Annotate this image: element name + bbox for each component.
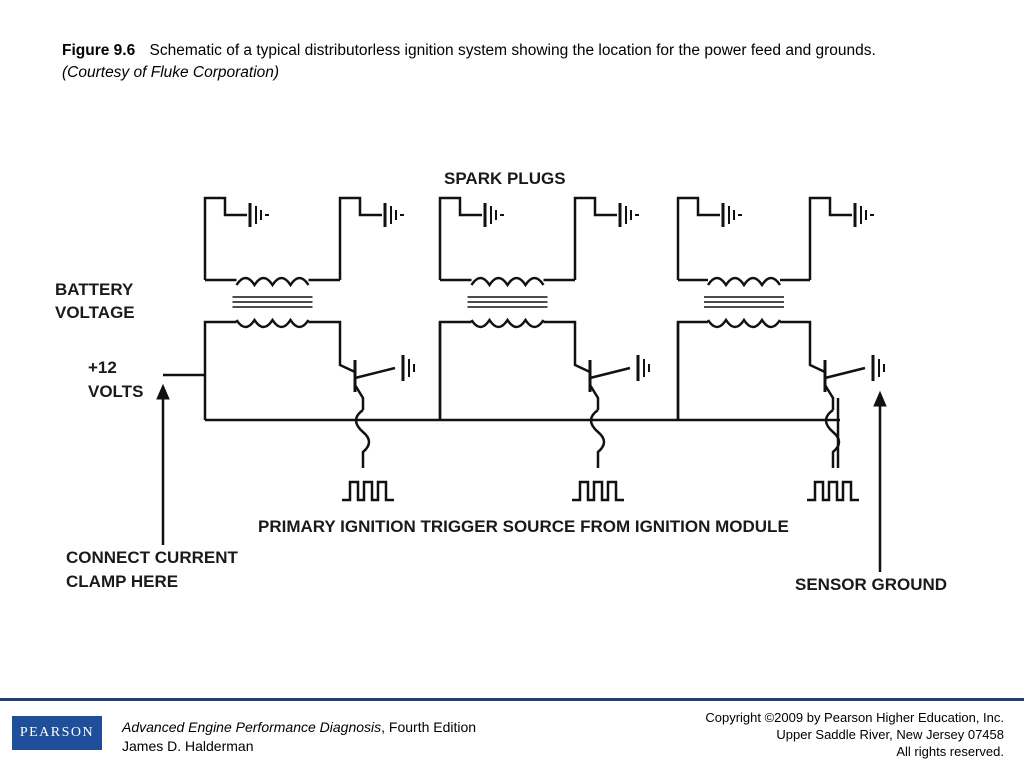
- circuit-wiring: [156, 196, 887, 572]
- label-clamp-here: CLAMP HERE: [66, 572, 178, 591]
- coil-3-pri-left: [676, 320, 708, 420]
- coil-2-secondary-winding: [470, 276, 545, 288]
- coil-3-pulse-train: [807, 480, 859, 502]
- label-voltage: VOLTAGE: [55, 303, 135, 322]
- coil-1-pulse-train: [342, 480, 394, 502]
- label-battery: BATTERY: [55, 280, 134, 299]
- coil-1-pri-right: [308, 320, 356, 374]
- coil-2-primary-winding: [470, 317, 545, 329]
- caption-courtesy: (Courtesy of Fluke Corporation): [62, 64, 280, 81]
- footer-divider: [0, 698, 1024, 701]
- figure-caption: Figure 9.6 Schematic of a typical distri…: [62, 40, 982, 84]
- coil-3-sec-left: [676, 196, 720, 280]
- label-volts: VOLTS: [88, 382, 143, 401]
- book-author: James D. Halderman: [122, 738, 254, 754]
- book-edition: , Fourth Edition: [381, 719, 477, 735]
- coil-3-trigger-lead: [824, 408, 841, 468]
- copyright-line-3: All rights reserved.: [896, 744, 1004, 759]
- coil-1-transistor-collector: [354, 366, 396, 380]
- label-trigger-source: PRIMARY IGNITION TRIGGER SOURCE FROM IGN…: [258, 517, 789, 536]
- sensor-ground-arrow-head: [873, 390, 887, 407]
- coil-2-pri-right: [543, 320, 591, 374]
- ignition-schematic: SPARK PLUGS BATTERY VOLTAGE +12 VOLTS PR…: [55, 169, 947, 594]
- coil-3-transistor-collector: [824, 366, 866, 380]
- pearson-logo-text: PEARSON: [19, 725, 95, 740]
- pearson-logo: PEARSON: [12, 716, 102, 750]
- label-plus12: +12: [88, 358, 117, 377]
- label-spark-plugs: SPARK PLUGS: [444, 169, 566, 188]
- coil-3-secondary-winding: [706, 276, 782, 288]
- coil-1-trigger-lead: [354, 408, 371, 468]
- coil-2-sec-left: [438, 196, 482, 280]
- copyright-notice: Copyright ©2009 by Pearson Higher Educat…: [705, 709, 1004, 760]
- coil-2-pri-left: [438, 320, 472, 420]
- coil-2-transistor-emitter: [588, 384, 600, 410]
- label-connect-current: CONNECT CURRENT: [66, 548, 239, 567]
- coil-2-trigger-lead: [589, 408, 606, 468]
- book-info: Advanced Engine Performance Diagnosis, F…: [122, 718, 476, 756]
- label-sensor-ground: SENSOR GROUND: [795, 575, 947, 594]
- coil-2-sec-right: [573, 196, 617, 280]
- coil-1-sec-right: [338, 196, 382, 280]
- caption-text: Schematic of a typical distributorless i…: [149, 42, 876, 59]
- coil-3-transistor-emitter: [823, 384, 835, 410]
- coil-1-secondary-winding: [235, 276, 310, 288]
- figure-label: Figure 9.6: [62, 42, 136, 59]
- copyright-line-2: Upper Saddle River, New Jersey 07458: [776, 727, 1004, 742]
- coil-3-pri-right: [780, 320, 826, 374]
- coil-1-transistor-emitter: [353, 384, 365, 410]
- copyright-line-1: Copyright ©2009 by Pearson Higher Educat…: [705, 710, 1004, 725]
- coil-2-transistor-collector: [589, 366, 631, 380]
- book-title: Advanced Engine Performance Diagnosis: [122, 719, 382, 735]
- coil-3-primary-winding: [706, 317, 782, 329]
- coil-2-pulse-train: [572, 480, 624, 502]
- connect-clamp-arrow-head: [156, 383, 170, 400]
- coil-3-sec-right: [808, 196, 852, 280]
- coil-1-pri-left: [203, 320, 237, 420]
- coil-1-sec-left: [203, 196, 247, 280]
- coil-1-primary-winding: [235, 317, 310, 329]
